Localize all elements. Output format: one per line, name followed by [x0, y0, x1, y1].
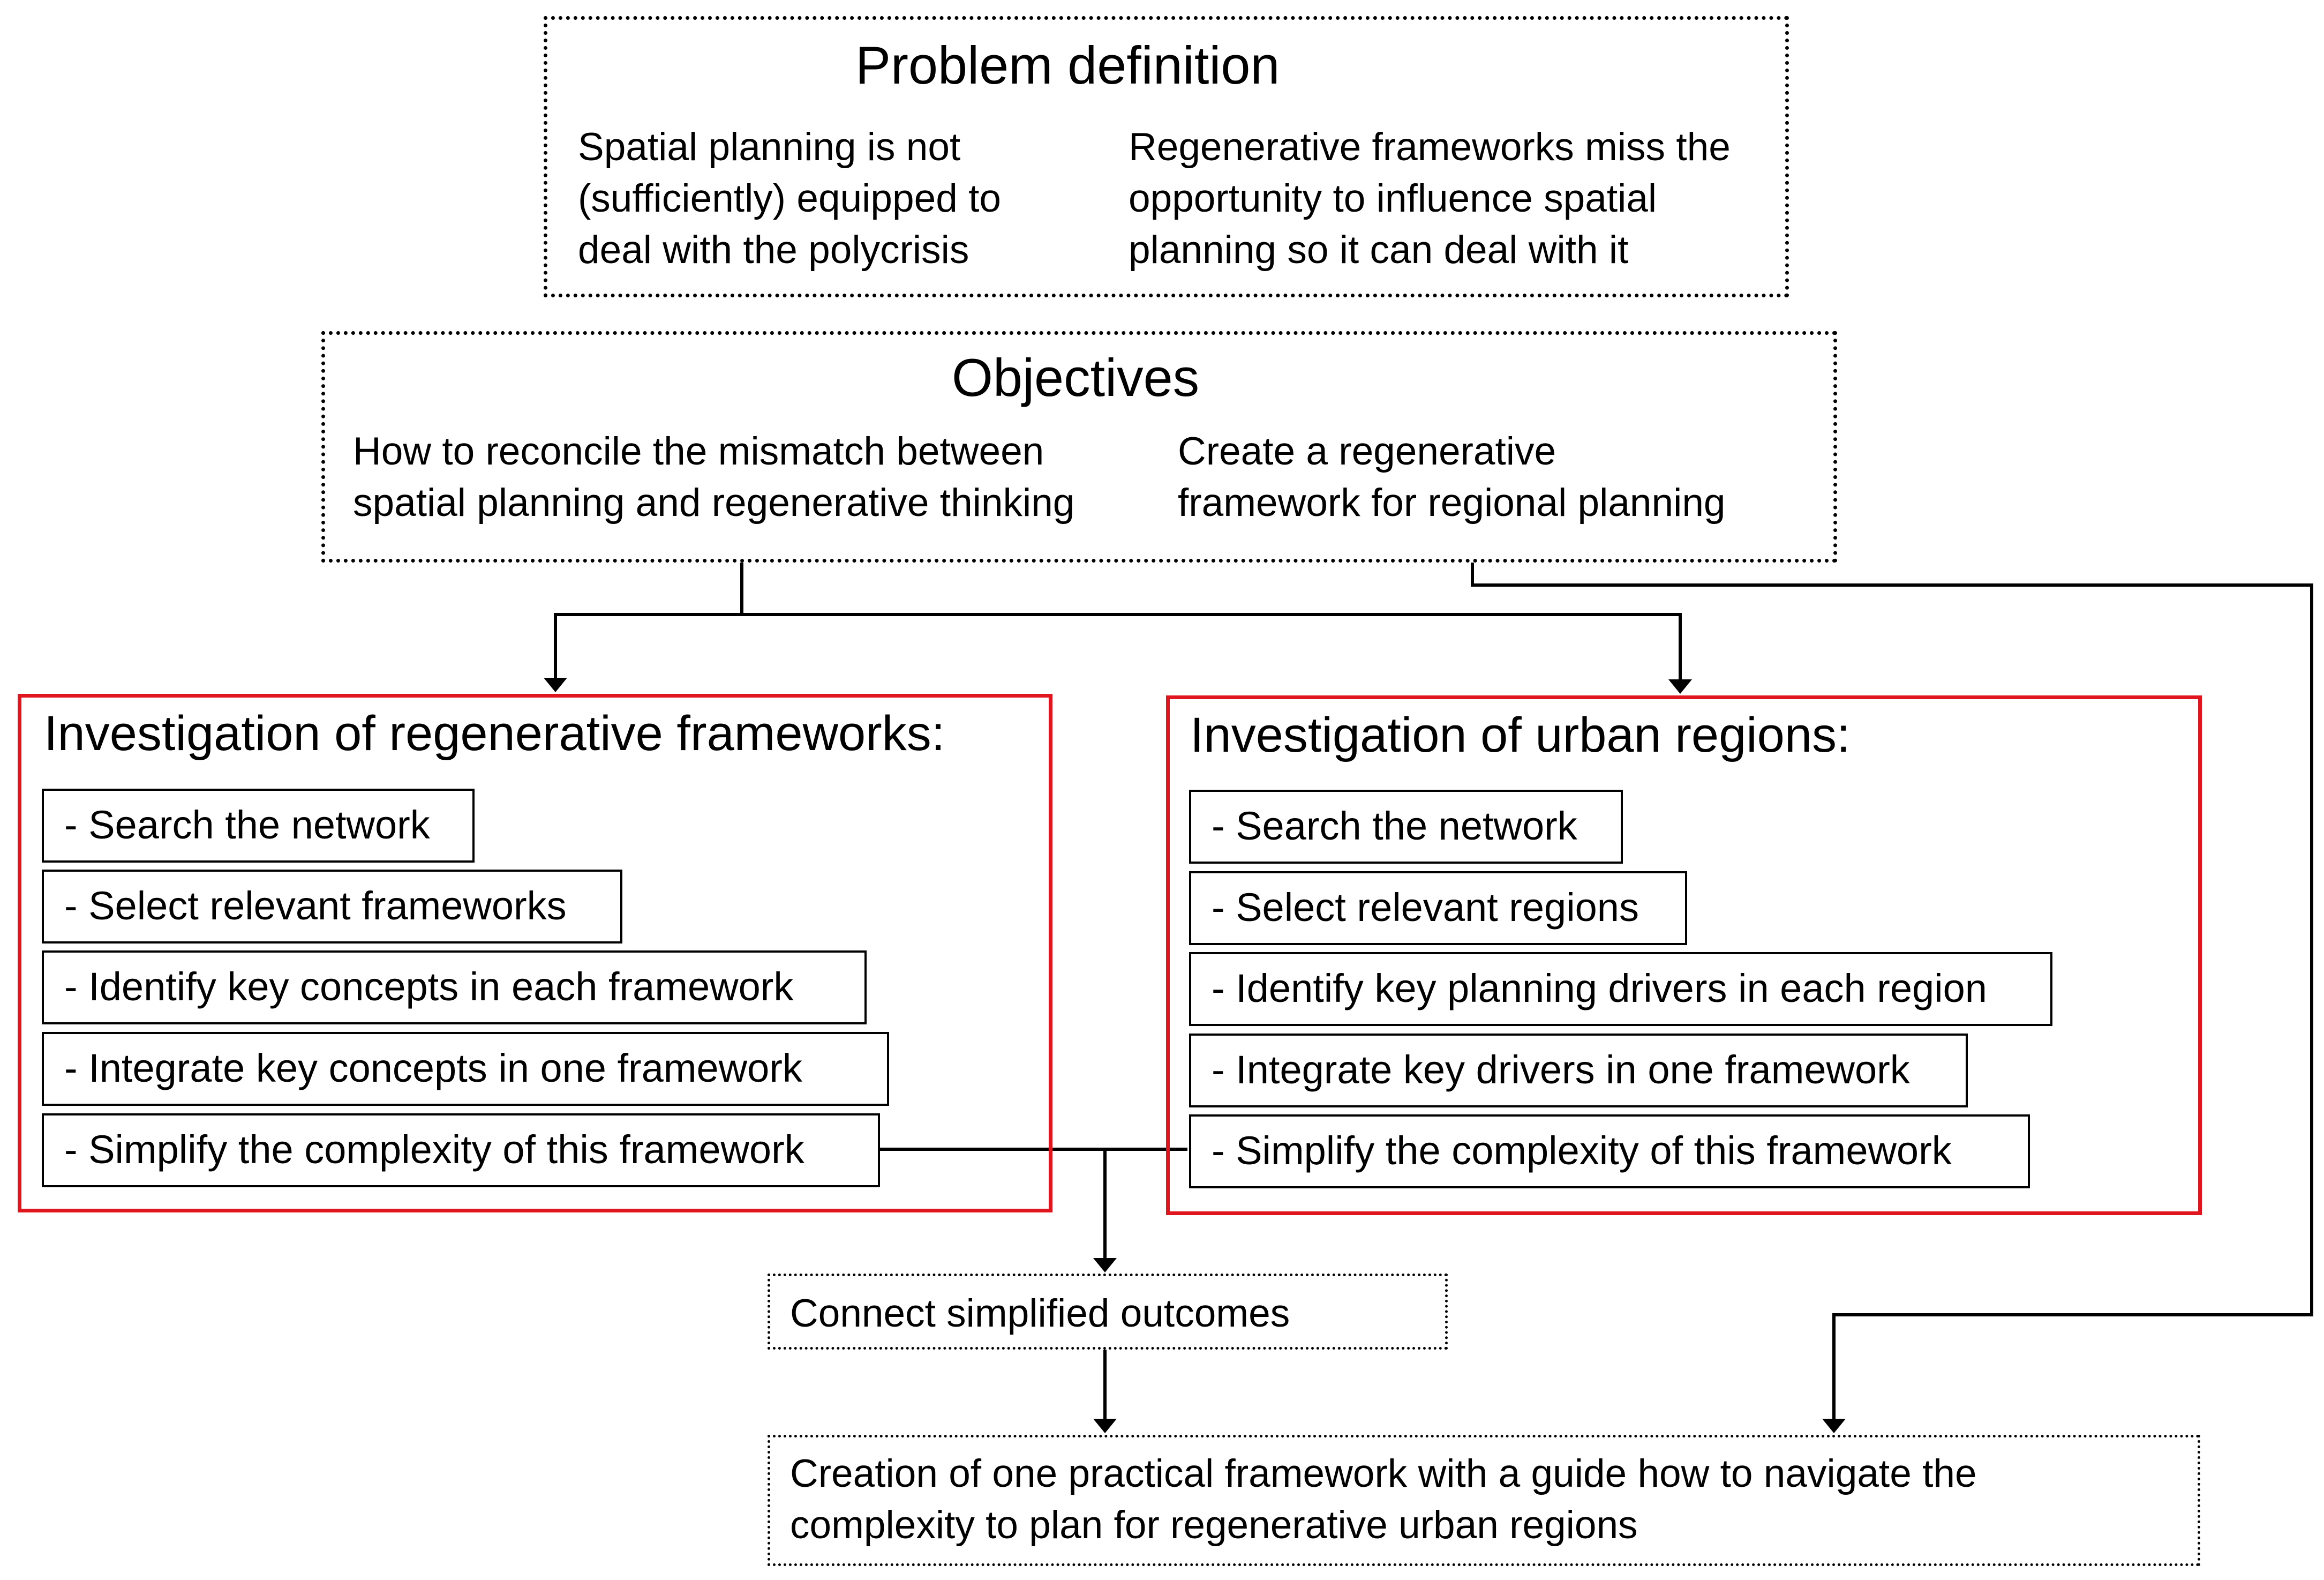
problem-left-line: Spatial planning is not: [578, 125, 961, 169]
frameworks-step: - Identify key concepts in each framewor…: [42, 950, 867, 1024]
arrow-objectives-to-frameworks: [554, 544, 743, 686]
problem-left-line: (sufficiently) equipped to: [578, 177, 1001, 220]
objectives-left-line: spatial planning and regenerative thinki…: [353, 481, 1075, 525]
problem-right-line: opportunity to influence spatial: [1129, 177, 1657, 220]
arrow-objectives-to-regions: [742, 613, 1682, 688]
objectives-left-text: How to reconcile the mismatch between sp…: [353, 426, 1074, 529]
arrow-frameworks-to-connect: [878, 1148, 1187, 1267]
regions-section: [1166, 695, 2202, 1215]
frameworks-title: Investigation of regenerative frameworks…: [44, 706, 945, 761]
connect-outcomes-box: Connect simplified outcomes: [768, 1274, 1448, 1350]
arrowhead: [1822, 1419, 1846, 1433]
regions-step: - Select relevant regions: [1189, 871, 1687, 945]
frameworks-step: - Search the network: [42, 789, 475, 863]
objectives-right-line: framework for regional planning: [1178, 481, 1726, 525]
frameworks-section: [18, 694, 1052, 1212]
arrowhead: [1093, 1419, 1117, 1433]
regions-title: Investigation of urban regions:: [1190, 708, 1851, 762]
creation-line: complexity to plan for regenerative urba…: [790, 1503, 1638, 1547]
arrow-objectives-to-creation: [1471, 542, 2313, 1428]
problem-right-line: planning so it can deal with it: [1129, 228, 1629, 272]
arrowhead: [1093, 1258, 1117, 1272]
regions-step: - Search the network: [1189, 790, 1623, 864]
arrowhead: [544, 678, 567, 692]
problem-left-text: Spatial planning is not (sufficiently) e…: [578, 122, 1001, 276]
objectives-box: Objectives How to reconcile the mismatch…: [321, 331, 1837, 563]
objectives-right-text: Create a regenerative framework for regi…: [1178, 426, 1726, 529]
creation-text: Creation of one practical framework with…: [790, 1448, 1977, 1551]
frameworks-step: - Simplify the complexity of this framew…: [42, 1113, 880, 1187]
problem-right-text: Regenerative frameworks miss the opportu…: [1129, 122, 1731, 276]
problem-left-line: deal with the polycrisis: [578, 228, 969, 272]
frameworks-step: - Select relevant frameworks: [42, 870, 622, 943]
regions-step: - Simplify the complexity of this framew…: [1189, 1114, 2030, 1188]
regions-step: - Integrate key drivers in one framework: [1189, 1034, 1968, 1107]
objectives-title: Objectives: [952, 348, 1200, 407]
objectives-left-line: How to reconcile the mismatch between: [353, 430, 1044, 473]
creation-line: Creation of one practical framework with…: [790, 1452, 1977, 1495]
problem-definition-title: Problem definition: [855, 35, 1280, 95]
frameworks-step: - Integrate key concepts in one framewor…: [42, 1032, 889, 1106]
problem-definition-box: Problem definition Spatial planning is n…: [544, 16, 1789, 297]
problem-right-line: Regenerative frameworks miss the: [1129, 125, 1731, 169]
arrowhead: [1668, 679, 1692, 694]
connect-outcomes-label: Connect simplified outcomes: [790, 1292, 1290, 1335]
objectives-right-line: Create a regenerative: [1178, 430, 1556, 473]
creation-box: Creation of one practical framework with…: [768, 1435, 2200, 1566]
regions-step: - Identify key planning drivers in each …: [1189, 952, 2052, 1026]
